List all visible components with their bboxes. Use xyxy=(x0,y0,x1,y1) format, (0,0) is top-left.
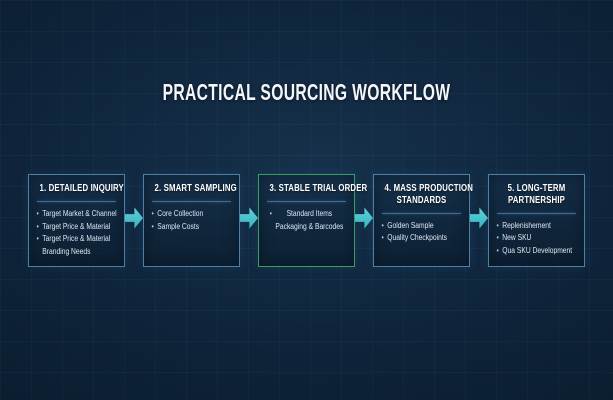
step-bullet: • Replenishement xyxy=(497,220,569,233)
bullet-text: Target Price & Material Branding Needs xyxy=(42,234,111,257)
bullet-text: Standard Items Packaging & Barcodes xyxy=(275,208,344,231)
step-title: 5. LONG-TERM PARTNERSHIP xyxy=(507,183,566,206)
bullet-text: New SKU xyxy=(502,233,532,243)
bullet-text: Qua SKU Development xyxy=(502,246,573,256)
step-divider xyxy=(152,200,231,202)
bullet-dot-icon: • xyxy=(496,233,499,243)
bullet-dot-icon: • xyxy=(269,208,273,218)
bullet-dot-icon: • xyxy=(36,221,39,231)
step-bullet: • Target Price & Material xyxy=(36,221,111,234)
arrow-right-icon xyxy=(240,207,258,229)
workflow-arrow xyxy=(125,174,143,267)
step-bullet-list: • Standard Items Packaging & Barcodes xyxy=(267,208,347,234)
step-bullet-list: • Replenishement • New SKU • Qua SKU Dev… xyxy=(489,220,573,258)
step-divider xyxy=(267,200,346,202)
step-bullet-list: • Target Market & Channel • Target Price… xyxy=(29,208,117,259)
step-bullet: • Quality Checkpoints xyxy=(382,232,454,245)
bullet-text: Replenishement xyxy=(502,220,551,230)
step-bullet: • New SKU xyxy=(497,232,569,245)
bullet-text: Quality Checkpoints xyxy=(387,233,448,243)
step-bullet: • Golden Sample xyxy=(382,220,454,233)
bullet-dot-icon: • xyxy=(151,208,154,218)
step-bullet: • Standard Items Packaging & Barcodes xyxy=(267,208,347,234)
step-title: 2. SMART SAMPLING xyxy=(154,183,237,194)
bullet-text: Golden Sample xyxy=(387,220,434,230)
step-title: 4. MASS PRODUCTION STANDARDS xyxy=(384,183,474,206)
step-divider xyxy=(37,200,116,202)
step-bullet-list: • Core Collection • Sample Costs xyxy=(144,208,224,234)
step-divider xyxy=(497,212,576,214)
workflow-step: 4. MASS PRODUCTION STANDARDS • Golden Sa… xyxy=(373,174,474,267)
bullet-dot-icon: • xyxy=(496,246,499,256)
bullet-text: Sample Costs xyxy=(157,221,200,231)
workflow-step: 1. DETAILED INQUIRY • Target Market & Ch… xyxy=(28,174,125,267)
page-title: PRACTICAL SOURCING WORKFLOW xyxy=(162,79,451,105)
workflow-arrow xyxy=(470,174,488,267)
workflow-row: 1. DETAILED INQUIRY • Target Market & Ch… xyxy=(0,174,613,267)
step-bullet: • Qua SKU Development xyxy=(496,245,573,258)
step-bullet-list: • Golden Sample • Quality Checkpoints xyxy=(374,220,454,246)
arrow-right-icon xyxy=(125,207,143,229)
bullet-text: Core Collection xyxy=(157,208,204,218)
bullet-dot-icon: • xyxy=(381,233,384,243)
workflow-arrow xyxy=(355,174,373,267)
workflow-arrow xyxy=(240,174,258,267)
bullet-text: Target Price & Material xyxy=(42,221,111,231)
step-divider xyxy=(382,212,461,214)
bullet-dot-icon: • xyxy=(36,208,39,218)
step-bullet: • Target Market & Channel xyxy=(36,208,117,221)
workflow-step: 2. SMART SAMPLING • Core Collection • Sa… xyxy=(143,174,240,267)
step-bullet: • Target Price & Material Branding Needs xyxy=(36,233,111,259)
bullet-text: Target Market & Channel xyxy=(42,208,117,218)
bullet-dot-icon: • xyxy=(36,234,39,244)
bullet-dot-icon: • xyxy=(381,220,384,230)
step-bullet: • Core Collection xyxy=(152,208,224,221)
step-title: 1. DETAILED INQUIRY xyxy=(39,183,124,194)
bullet-dot-icon: • xyxy=(496,220,499,230)
workflow-step: 5. LONG-TERM PARTNERSHIP • Replenishemen… xyxy=(488,174,585,267)
step-bullet: • Sample Costs xyxy=(152,221,224,234)
arrow-right-icon xyxy=(470,207,488,229)
bullet-dot-icon: • xyxy=(151,221,154,231)
arrow-right-icon xyxy=(355,207,373,229)
step-title: 3. STABLE TRIAL ORDER xyxy=(269,183,368,194)
workflow-step: 3. STABLE TRIAL ORDER • Standard Items P… xyxy=(258,174,368,267)
